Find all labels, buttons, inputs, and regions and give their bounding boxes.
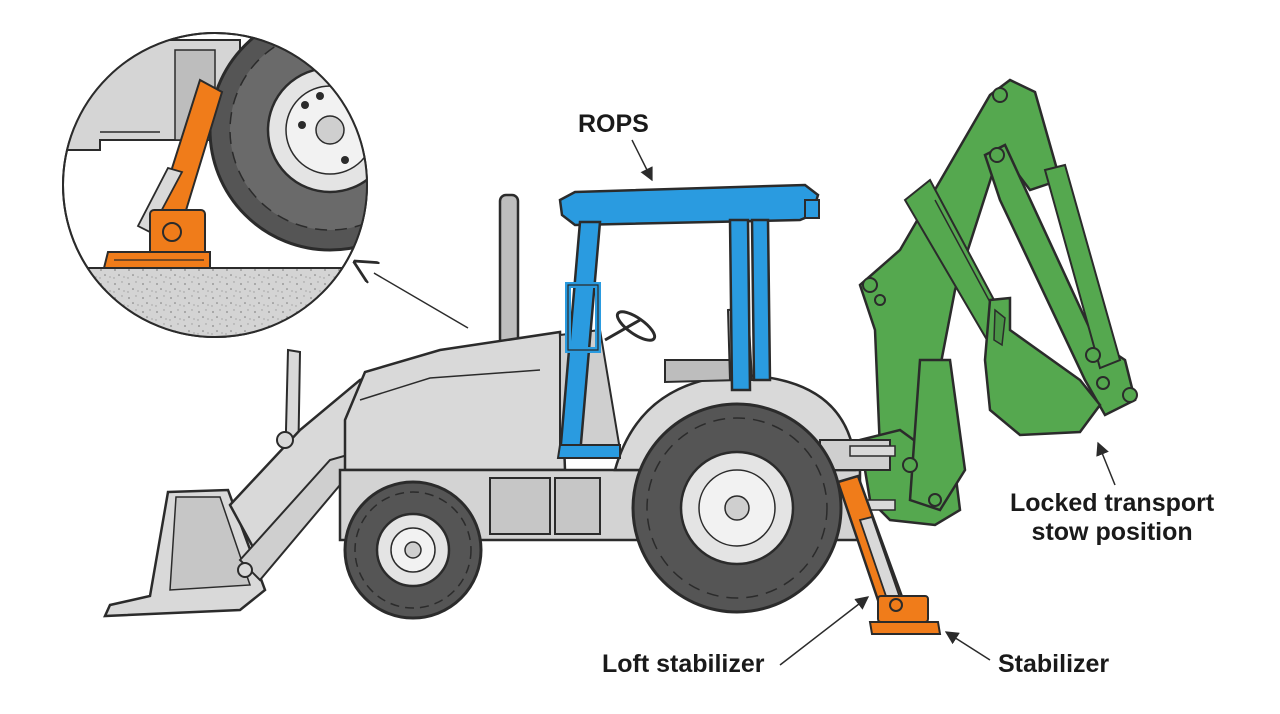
backhoe-arm — [858, 78, 1138, 527]
inset-stabilizer — [102, 78, 224, 269]
loft-stabilizer-arrow — [779, 596, 870, 666]
backhoe-bucket — [983, 296, 1102, 437]
stow-arrow — [1096, 441, 1116, 486]
inset-leader-arrow — [355, 262, 469, 329]
stabilizer-label: Stabilizer — [998, 650, 1110, 678]
stow-position-label-line2: stow position — [1031, 517, 1193, 546]
stabilizer-arrow — [944, 631, 991, 661]
loft-stabilizer-label: Loft stabilizer — [602, 650, 765, 678]
inset-detail — [62, 32, 368, 338]
front-wheel — [343, 480, 483, 620]
rops-canopy — [556, 183, 820, 459]
stow-position-label-line1: Locked transport — [1010, 489, 1215, 517]
rops-arrow — [631, 139, 653, 182]
stow-position-label: Locked transport stow position — [1010, 489, 1214, 547]
stabilizer-leg — [836, 474, 942, 635]
inset-tire — [208, 33, 367, 252]
rops-label: ROPS — [578, 110, 649, 138]
exhaust-stack — [498, 193, 520, 347]
rear-wheel — [631, 402, 843, 614]
